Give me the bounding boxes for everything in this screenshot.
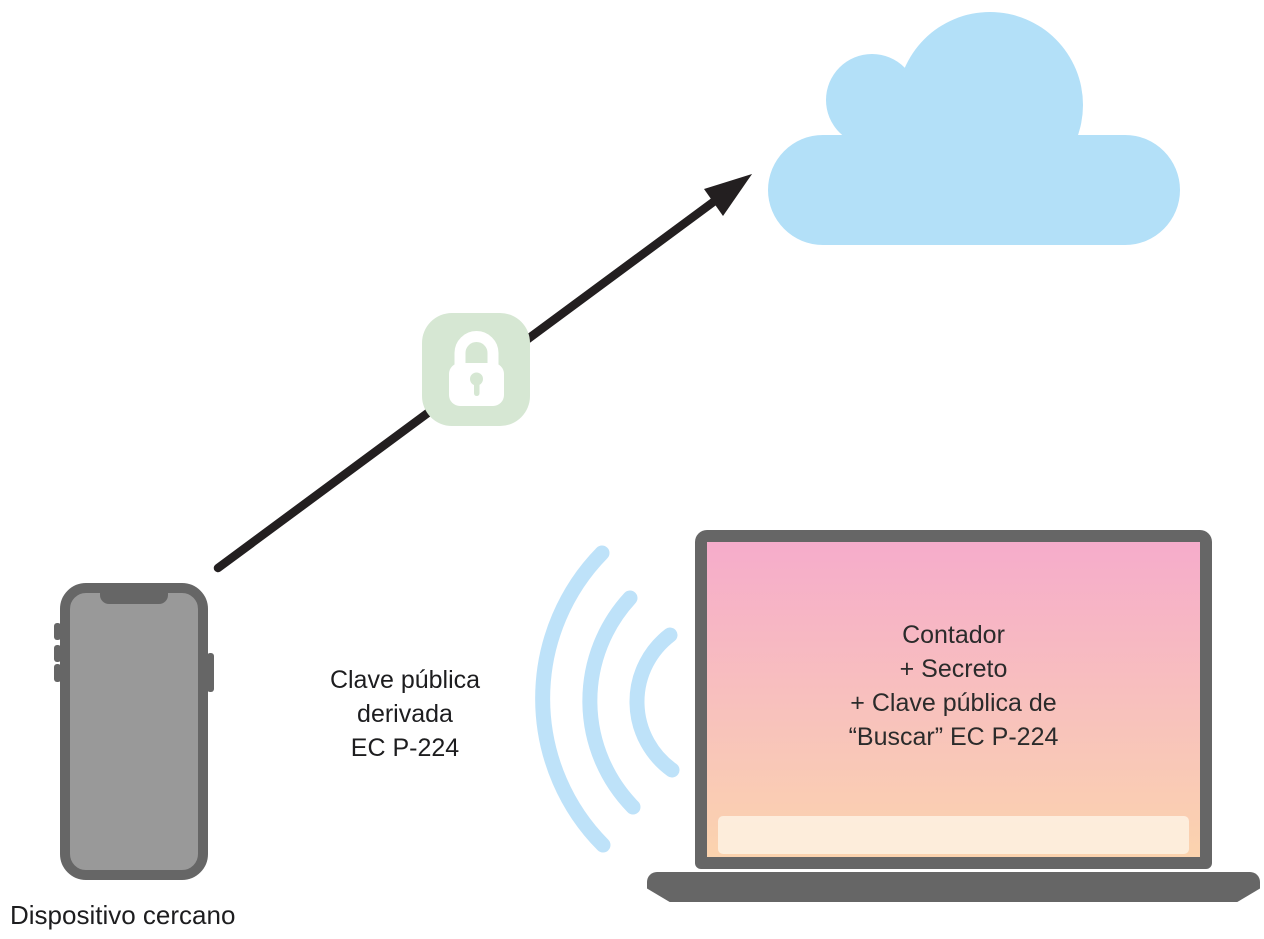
laptop-screen: Contador + Secreto + Clave pública de “B… xyxy=(707,542,1200,857)
phone-volume-button xyxy=(54,645,61,662)
cloud-icon xyxy=(760,5,1190,255)
laptop-screen-text-line: “Buscar” EC P-224 xyxy=(848,723,1059,751)
derived-key-label-line: EC P-224 xyxy=(350,734,460,762)
laptop-dock xyxy=(718,816,1189,854)
laptop-screen-text-line: + Secreto xyxy=(899,655,1008,683)
lock-icon xyxy=(422,313,530,426)
laptop-base xyxy=(647,872,1260,902)
nearby-device-phone xyxy=(60,583,208,880)
laptop-screen-text-line: Contador xyxy=(902,621,1005,649)
wireless-signal-icon xyxy=(525,540,685,860)
phone-power-button xyxy=(207,653,214,692)
laptop-screen-text: Contador + Secreto + Clave pública de “B… xyxy=(707,618,1200,754)
phone-caption: Dispositivo cercano xyxy=(10,900,236,930)
phone-volume-button xyxy=(54,664,61,682)
phone-volume-button xyxy=(54,623,61,640)
laptop-screen-text-line: + Clave pública de xyxy=(850,689,1057,717)
phone-notch xyxy=(100,592,168,604)
derived-key-label-line: derivada xyxy=(357,700,453,728)
derived-key-label-line: Clave pública xyxy=(329,666,481,694)
derived-key-label: Clave pública derivada EC P-224 xyxy=(270,663,540,765)
laptop: Contador + Secreto + Clave pública de “B… xyxy=(695,530,1212,869)
